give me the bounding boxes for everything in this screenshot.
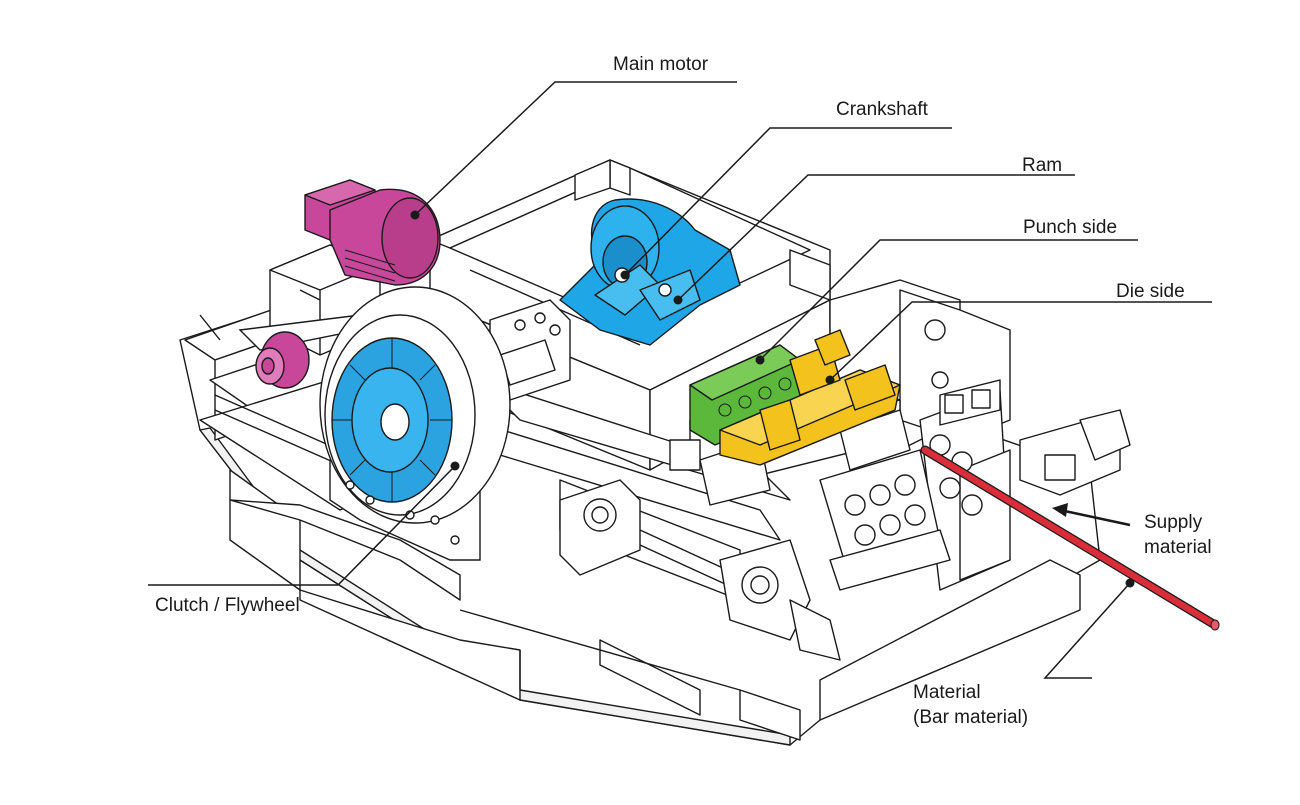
motor-pulley xyxy=(238,314,471,389)
leader-dots xyxy=(410,210,1135,588)
label-clutch-flywheel: Clutch / Flywheel xyxy=(155,595,300,616)
label-main-motor: Main motor xyxy=(613,54,709,75)
label-supply-material-line2: material xyxy=(1144,537,1212,558)
label-supply-material: Supply material xyxy=(1144,510,1212,560)
label-material: Material (Bar material) xyxy=(913,680,1028,730)
material-bar xyxy=(920,445,1220,631)
label-supply-material-line1: Supply xyxy=(1144,512,1203,533)
feed-section xyxy=(819,279,1131,591)
clutch-flywheel xyxy=(319,286,511,561)
crankshaft-housing xyxy=(559,198,741,346)
label-crankshaft: Crankshaft xyxy=(836,99,928,120)
side-cylinder xyxy=(199,289,571,401)
supply-arrow xyxy=(1052,503,1131,527)
label-die-side: Die side xyxy=(1116,281,1185,302)
die-side xyxy=(719,329,901,466)
label-ram: Ram xyxy=(1022,155,1063,176)
label-material-line2: (Bar material) xyxy=(913,707,1029,728)
leader-lines xyxy=(148,81,1212,679)
label-material-line1: Material xyxy=(913,682,981,703)
label-punch-side: Punch side xyxy=(1023,217,1118,238)
